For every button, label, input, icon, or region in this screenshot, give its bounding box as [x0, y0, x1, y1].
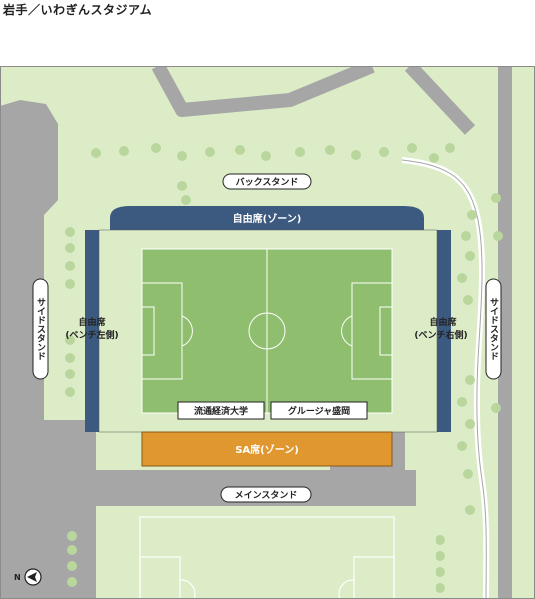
north-label: N	[14, 573, 21, 582]
ryutsu-label: 流通経済大学	[194, 405, 248, 417]
north-arrow-icon	[24, 568, 42, 586]
roads	[151, 66, 512, 599]
side-stand-left-pill	[32, 278, 49, 380]
free-seat-left-label: 自由席	[78, 316, 105, 328]
trees	[65, 143, 503, 593]
back-stand-pill	[222, 173, 312, 190]
ryutsu-box[interactable]	[177, 401, 265, 420]
back-stand[interactable]	[110, 206, 424, 230]
main-stand-label: メインスタンド	[235, 489, 298, 501]
free-seat-zone-label: 自由席(ゾーン)	[233, 212, 302, 225]
walking-path-edge	[401, 159, 487, 599]
page-title: 岩手／いわぎんスタジアム	[3, 3, 153, 17]
left-side-stand[interactable]	[85, 230, 99, 432]
left-parking	[0, 420, 96, 599]
side-stand-right-pill	[485, 278, 502, 380]
back-stand-label: バックスタンド	[236, 176, 299, 188]
sa-seat-zone-label: SA席(ゾーン)	[235, 443, 299, 456]
bench-right-label: (ベンチ右側)	[414, 329, 467, 341]
free-seat-right-label: 自由席	[429, 316, 456, 328]
main-stand-pill	[220, 486, 312, 503]
practice-pitch	[139, 516, 395, 599]
main-pitch	[141, 248, 393, 414]
practice-area	[96, 506, 436, 599]
grulla-box[interactable]	[270, 401, 368, 420]
bench-left-label: (ベンチ左側)	[65, 329, 118, 341]
side-stand-right-label: サイドスタンド	[488, 297, 499, 360]
grulla-label: グルージャ盛岡	[288, 405, 350, 417]
sa-seat-zone[interactable]	[141, 431, 393, 467]
right-side-stand[interactable]	[437, 230, 451, 432]
side-stand-left-label: サイドスタンド	[35, 297, 46, 360]
